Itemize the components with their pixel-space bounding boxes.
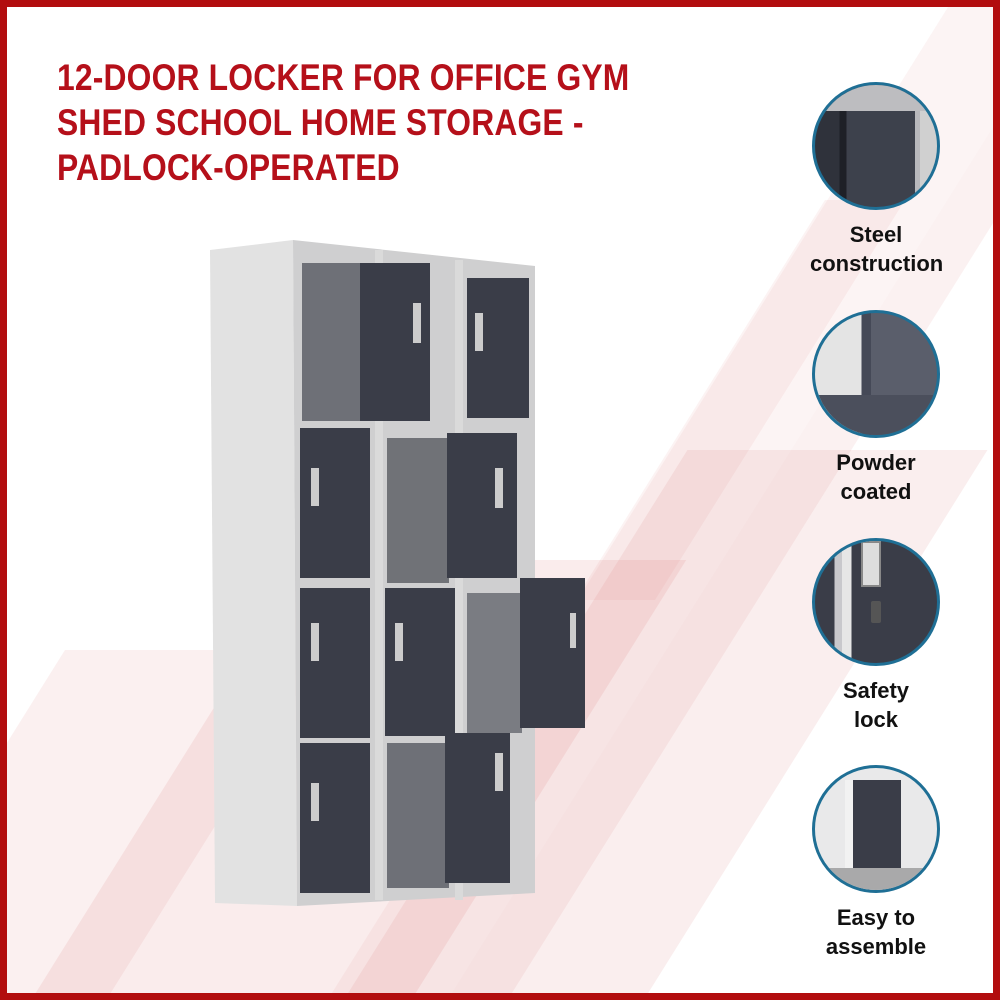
feature-label-line2: coated [840, 479, 912, 504]
locker-product-image [205, 238, 605, 918]
feature-safety-lock: Safety lock [810, 538, 942, 734]
feature-label-line1: Safety [842, 678, 910, 703]
feature-label-line2: construction [810, 251, 944, 276]
feature-label-line2: assemble [825, 934, 927, 959]
powder-coated-icon [812, 310, 940, 438]
locker-illustration [210, 240, 585, 906]
steel-construction-icon [812, 82, 940, 210]
feature-label-line2: lock [853, 707, 899, 732]
feature-steel-construction: Steel construction [810, 82, 944, 278]
title-line-3: PADLOCK-OPERATED [57, 147, 400, 188]
safety-lock-icon [812, 538, 940, 666]
title-line-1: 12-DOOR LOCKER FOR OFFICE GYM [57, 57, 630, 98]
title-line-2: SHED SCHOOL HOME STORAGE - [57, 102, 584, 143]
feature-easy-assemble: Easy to assemble [810, 765, 942, 961]
feature-label-line1: Powder [836, 450, 916, 475]
feature-label-line1: Steel [849, 222, 903, 247]
feature-label-line1: Easy to [836, 905, 916, 930]
easy-assemble-icon [812, 765, 940, 893]
feature-powder-coated: Powder coated [810, 310, 942, 506]
product-title: 12-DOOR LOCKER FOR OFFICE GYM SHED SCHOO… [57, 55, 659, 190]
